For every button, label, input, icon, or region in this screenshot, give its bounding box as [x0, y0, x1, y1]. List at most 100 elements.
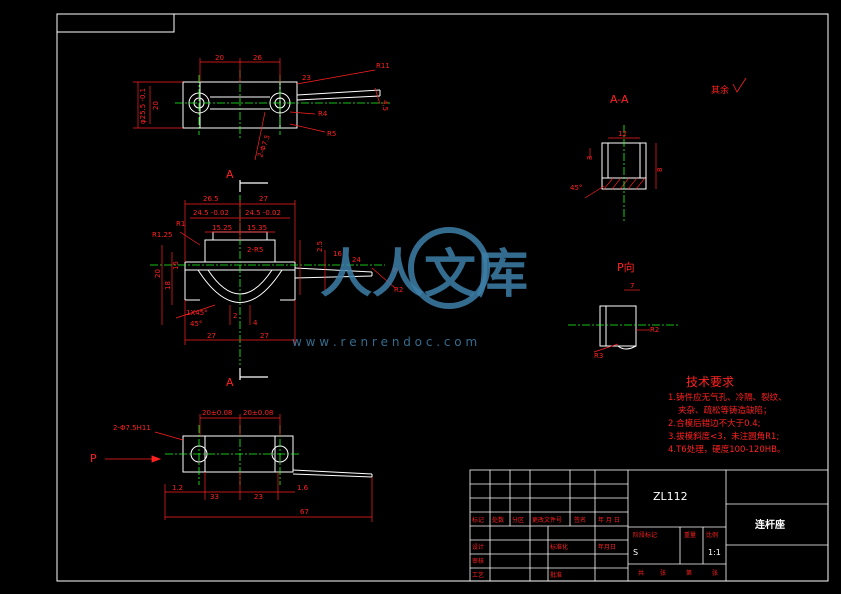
tb-label-weight: 重量 [684, 531, 696, 539]
title-drawing-no: ZL112 [653, 490, 688, 503]
direction-marker: P [90, 452, 97, 465]
corner-box [56, 13, 175, 33]
front-dim-1x45: 1X45° [186, 309, 208, 317]
top-dim-26: 26 [253, 54, 262, 62]
section-hatch [603, 177, 646, 190]
p-dim-7: 7 [630, 282, 634, 290]
front-view-dimlines [161, 200, 396, 345]
bottom-dim-16: 1.6 [297, 484, 309, 492]
top-dim-r5: R5 [327, 130, 336, 138]
top-dim-r4: R4 [318, 110, 328, 118]
section-dim-3: 3 [586, 156, 594, 160]
front-dim-r1: R1 [176, 220, 185, 228]
top-dim-r11: R11 [376, 62, 390, 70]
front-dim-18v: 18 [164, 281, 172, 290]
section-marker-lines [239, 180, 268, 380]
tb-sheet-num-a: 第 [686, 569, 692, 577]
top-dim-left-vert: φ25.5 -0.1 [139, 88, 147, 124]
front-dim-24: 24 [352, 256, 361, 264]
front-dim-16: 16 [333, 250, 342, 258]
bottom-view [182, 435, 373, 478]
tb-label-date: 年 月 日 [598, 516, 620, 524]
tb-label-mark: 标记 [472, 516, 484, 524]
tb-label-zone: 分区 [512, 516, 524, 524]
tech-req-line-2: 夹杂、疏松等铸造缺陷； [678, 405, 772, 416]
tb-label-count: 处数 [492, 516, 504, 524]
top-dim-20-vert: 20 [152, 101, 160, 110]
front-dim-27b: 27 [207, 332, 216, 340]
bottom-dim-2040a: 20±0.08 [202, 409, 232, 417]
bottom-dim-2040b: 20±0.08 [243, 409, 273, 417]
tb-sheet-total-b: 张 [660, 569, 666, 577]
top-view-dimlines [133, 58, 381, 161]
section-marker-top: A [226, 168, 234, 181]
bottom-dim-hole-callout: 2-Φ7.5H11 [113, 424, 151, 432]
sheet-border [56, 13, 829, 582]
front-dim-27: 27 [259, 195, 268, 203]
p-view-dimlines [593, 289, 650, 353]
p-view [599, 305, 637, 350]
bottom-dim-33: 33 [210, 493, 219, 501]
front-dim-15v: 15 [172, 261, 180, 270]
front-dim-25: 2.5 [316, 241, 324, 252]
tb-label-review: 审核 [472, 557, 484, 565]
tb-label-standard: 标准化 [550, 543, 568, 551]
front-dim-r2: R2 [394, 286, 403, 294]
roughness-note: 其余 [711, 84, 729, 96]
watermark-logo-circle [408, 227, 490, 309]
tb-sheet-num-b: 张 [712, 569, 718, 577]
tech-req-line-4: 3.拔模斜度<3，未注圆角R1; [668, 431, 779, 442]
front-dim-r125: R1.25 [152, 231, 172, 239]
front-dim-2r5: 2-R5 [247, 246, 263, 254]
roughness-symbol [732, 77, 747, 93]
front-dim-27c: 27 [260, 332, 269, 340]
tb-label-process: 工艺 [472, 571, 484, 579]
direction-label: P向 [617, 260, 635, 274]
front-dim-265: 26.5 [203, 195, 219, 203]
watermark: 人人文库 w w w . r e n r e n d o c . c o m [292, 227, 528, 349]
title-block [469, 469, 829, 582]
tb-stage-value: S [633, 548, 638, 557]
tb-sheet-total-a: 共 [638, 569, 644, 577]
watermark-url: w w w . r e n r e n d o c . c o m [292, 335, 477, 349]
front-dim-245a: 24.5 -0.02 [193, 209, 229, 217]
front-dim-2: 2 [233, 312, 237, 320]
top-dim-hole-callout: 2-Φ7.5 [256, 134, 272, 159]
section-dim-12: 12 [618, 130, 627, 138]
section-dim-8: 8 [656, 168, 664, 172]
section-dimlines [584, 137, 657, 199]
tech-req-line-3: 2.合模后错边不大于0.4; [668, 418, 761, 429]
tb-label-design: 设计 [472, 543, 484, 551]
title-part-name: 连杆座 [755, 518, 785, 531]
top-view-centerlines [175, 70, 390, 140]
top-dim-20: 20 [215, 54, 224, 62]
tb-label-approve: 批准 [550, 571, 562, 579]
top-dim-45: 4.5 [381, 100, 389, 111]
front-dim-4: 4 [253, 319, 258, 327]
front-dim-1535: 15.35 [247, 224, 267, 232]
section-label: A-A [610, 93, 629, 106]
watermark-text: 人人文库 [320, 245, 528, 305]
direction-arrow [105, 455, 162, 463]
p-dim-r2: R2 [650, 326, 659, 334]
section-marker-bottom: A [226, 376, 234, 389]
tb-label-scale: 比例 [706, 531, 718, 539]
tech-req-line-1: 1.铸件应无气孔、冷隔、裂纹、 [668, 392, 787, 403]
bottom-view-dimlines [154, 414, 373, 522]
bottom-dim-12: 1.2 [172, 484, 183, 492]
tb-label-stage: 阶段标记 [633, 531, 657, 539]
tb-label-ymd: 年月日 [598, 543, 616, 551]
p-dim-r3: R3 [594, 352, 603, 360]
bottom-dim-23: 23 [254, 493, 263, 501]
front-dim-45deg: 45° [190, 320, 202, 328]
bottom-dim-67: 67 [300, 508, 309, 516]
front-dim-1525: 15.25 [212, 224, 232, 232]
tech-req-title: 技术要求 [686, 375, 734, 389]
tech-req-line-5: 4.T6处理，硬度100-120HB。 [668, 444, 785, 455]
tb-label-change-doc: 更改文件号 [532, 516, 562, 524]
tb-label-sign: 签名 [574, 516, 586, 524]
top-view [182, 81, 381, 129]
tb-scale-value: 1:1 [708, 548, 721, 557]
front-dim-20v: 20 [154, 269, 162, 278]
